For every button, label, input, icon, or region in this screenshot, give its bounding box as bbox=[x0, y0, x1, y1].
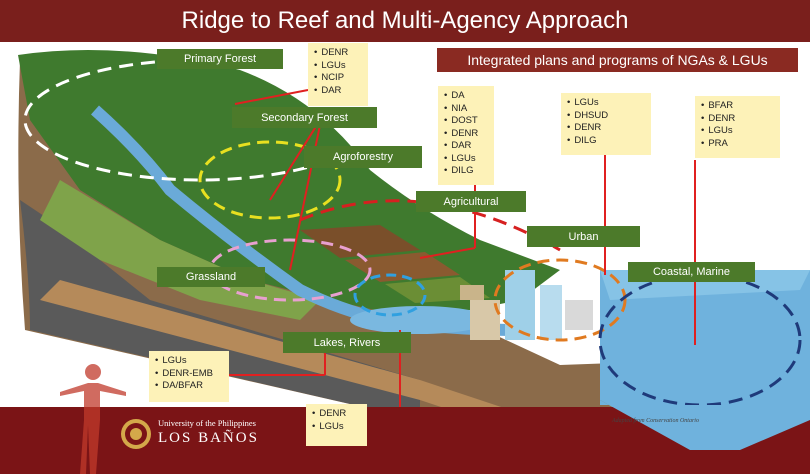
agency-box-agricultural: DA NIA DOST DENR DAR LGUs DILG bbox=[438, 86, 494, 185]
zone-label-text: Secondary Forest bbox=[261, 111, 348, 124]
title-bar: Ridge to Reef and Multi-Agency Approach bbox=[0, 0, 810, 42]
zone-label-text: Primary Forest bbox=[183, 53, 257, 65]
human-silhouette-icon bbox=[60, 364, 126, 474]
agency-item: LGUs bbox=[451, 153, 488, 166]
agency-box-lakes: LGUs DENR-EMB DA/BFAR bbox=[149, 351, 229, 402]
agency-item: LGUs bbox=[321, 60, 362, 73]
ngas-lgus-banner: Integrated plans and programs of NGAs & … bbox=[437, 48, 798, 72]
agency-item: DENR bbox=[321, 47, 362, 60]
zone-label-agroforestry: Agroforestry bbox=[304, 146, 422, 168]
university-name: University of the Philippines bbox=[158, 418, 256, 428]
agency-item: NIA bbox=[451, 103, 488, 116]
agency-item: DAR bbox=[451, 140, 488, 153]
agency-item: DILG bbox=[451, 165, 488, 178]
agency-item: LGUs bbox=[708, 125, 774, 138]
agency-item: DA/BFAR bbox=[162, 380, 223, 393]
agroforestry-zone-outline bbox=[198, 140, 342, 220]
clay-layer bbox=[40, 280, 600, 460]
agency-item: DAR bbox=[321, 85, 362, 98]
agency-item: DHSUD bbox=[574, 110, 645, 123]
zone-label-secondary-forest: Secondary Forest bbox=[232, 107, 377, 128]
zone-label-text: Agroforestry bbox=[333, 151, 393, 163]
lakes-zone-outline bbox=[353, 273, 427, 317]
agency-item: BFAR bbox=[708, 100, 774, 113]
zone-label-text: Agricultural bbox=[443, 195, 499, 208]
agency-item: DENR bbox=[708, 113, 774, 126]
agency-item: NCIP bbox=[321, 72, 362, 85]
zone-label-lakes-rivers: Lakes, Rivers bbox=[283, 332, 411, 353]
agency-item: DILG bbox=[574, 135, 645, 148]
zone-label-text: Grassland bbox=[185, 271, 237, 283]
agency-item: PRA bbox=[708, 138, 774, 151]
agency-box-coastal: BFAR DENR LGUs PRA bbox=[695, 96, 780, 158]
agency-box-urban: LGUs DHSUD DENR DILG bbox=[561, 93, 651, 155]
agency-item: LGUs bbox=[319, 421, 361, 434]
page-title: Ridge to Reef and Multi-Agency Approach bbox=[181, 7, 629, 34]
zone-label-agricultural: Agricultural bbox=[416, 191, 526, 212]
image-credit: Adapted from Conservation Ontario bbox=[612, 418, 699, 424]
zone-label-primary-forest: Primary Forest bbox=[157, 49, 283, 69]
agency-item: LGUs bbox=[574, 97, 645, 110]
agency-box-bottom: DENR LGUs bbox=[306, 404, 367, 446]
coastal-zone-outline bbox=[598, 273, 802, 407]
agency-item: DA bbox=[451, 90, 488, 103]
agency-item: LGUs bbox=[162, 355, 223, 368]
zone-label-grassland: Grassland bbox=[157, 267, 265, 287]
agency-item: DENR-EMB bbox=[162, 368, 223, 381]
uplb-seal-icon bbox=[121, 419, 151, 449]
zone-label-text: Coastal, Marine bbox=[652, 266, 731, 278]
zone-label-urban: Urban bbox=[527, 226, 640, 247]
agency-item: DOST bbox=[451, 115, 488, 128]
agency-item: DENR bbox=[574, 122, 645, 135]
lake bbox=[350, 306, 490, 334]
agency-box-forest: DENR LGUs NCIP DAR bbox=[308, 43, 368, 106]
agency-item: DENR bbox=[451, 128, 488, 141]
agency-item: DENR bbox=[319, 408, 361, 421]
zone-label-text: Urban bbox=[568, 230, 599, 243]
banner-text: Integrated plans and programs of NGAs & … bbox=[467, 52, 768, 68]
zone-label-coastal-marine: Coastal, Marine bbox=[628, 262, 755, 282]
urban-zone-outline bbox=[493, 258, 627, 342]
agricultural-zone-outline bbox=[299, 199, 561, 252]
university-campus: LOS BAÑOS bbox=[158, 430, 259, 446]
zone-label-text: Lakes, Rivers bbox=[313, 336, 381, 349]
